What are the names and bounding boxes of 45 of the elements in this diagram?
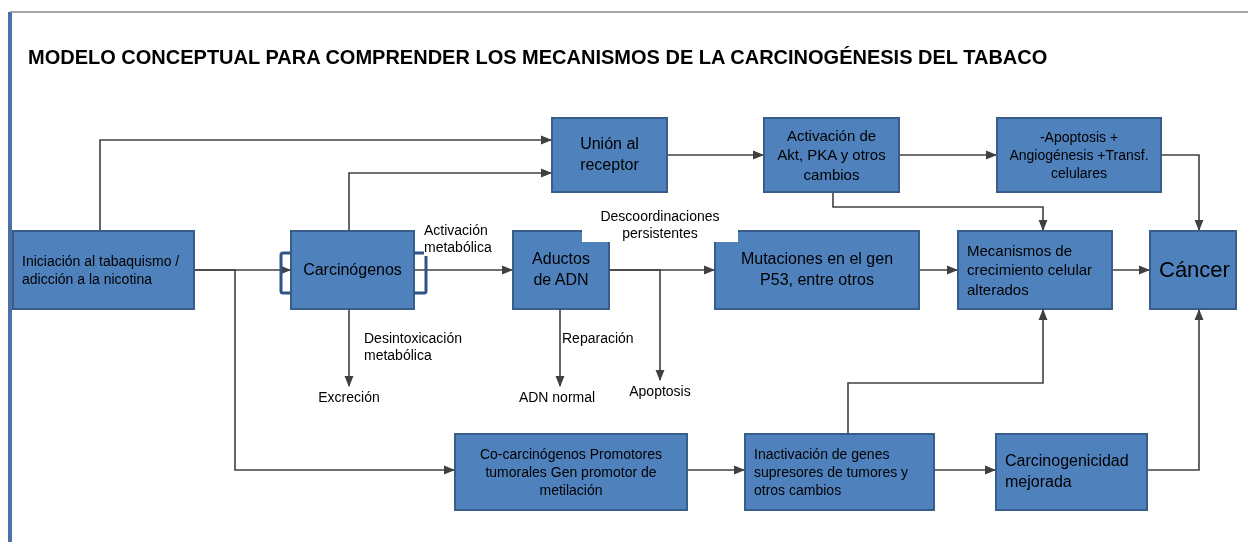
arrow — [1147, 308, 1204, 471]
node-label: Mecanismos de crecimiento celular alterados — [967, 240, 1094, 300]
process-box — [957, 230, 1113, 310]
node-label: Iniciación al tabaquismo / adicción a la nicotina — [22, 251, 181, 289]
arrow — [1112, 265, 1151, 275]
process-box — [996, 117, 1162, 193]
node-label: -Apoptosis + Angiogénesis +Transf. celulares — [1008, 127, 1150, 183]
arrow — [832, 192, 1048, 232]
edge-label: Descoordinaciones persistentes — [582, 208, 738, 242]
arrow — [847, 308, 1048, 434]
process-box — [995, 433, 1148, 511]
process-box — [454, 433, 688, 511]
process-box — [763, 117, 900, 193]
diagram-title: MODELO CONCEPTUAL PARA COMPRENDER LOS MECANISMOS DE LA CARCINOGÉNESIS DEL TABACO — [28, 46, 1048, 69]
node-label: Activación de Akt, PKA y otros cambios — [776, 125, 887, 185]
arrow — [919, 265, 959, 275]
arrow — [687, 465, 746, 475]
arrow — [99, 135, 553, 231]
node-label: Unión al receptor — [579, 134, 640, 175]
process-box — [12, 230, 195, 310]
arrow — [344, 309, 354, 388]
node-label: Carcinógenos — [302, 259, 403, 280]
node-label: Carcinogenicidad mejorada — [1005, 451, 1130, 492]
arrow — [899, 150, 998, 160]
process-box — [551, 117, 668, 193]
node-label: Apoptosis — [628, 381, 692, 401]
arrow — [934, 465, 997, 475]
process-box — [1149, 230, 1237, 310]
node-label: Mutaciones en el gen P53, entre otros — [739, 249, 895, 290]
arrow — [414, 265, 514, 275]
node-label: Co-carcinógenos Promotores tumorales Gen promotor de metilación — [478, 444, 664, 500]
arrow — [194, 269, 456, 475]
arrow — [555, 309, 565, 388]
process-box — [290, 230, 415, 310]
arrow — [609, 269, 665, 382]
node-label: Excreción — [317, 387, 381, 407]
arrow — [1161, 154, 1204, 232]
node-label: ADN normal — [517, 387, 597, 407]
process-box — [714, 230, 920, 310]
node-label: Inactivación de genes supresores de tumores y otros cambios — [754, 444, 910, 500]
process-box — [744, 433, 935, 511]
node-label: Aductos de ADN — [531, 249, 591, 290]
process-box — [512, 230, 610, 310]
arrow — [348, 168, 553, 231]
arrow — [667, 150, 765, 160]
